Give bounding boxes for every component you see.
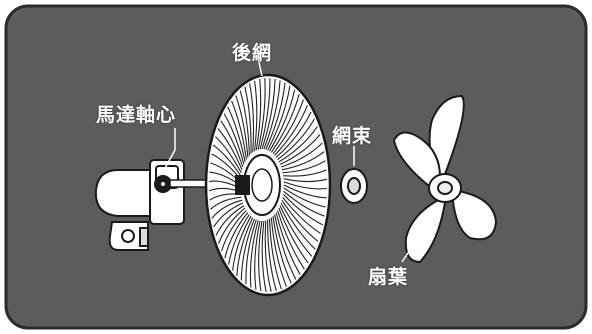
guard-rib <box>215 136 242 173</box>
rear-guard-icon <box>204 57 332 297</box>
guard-rib <box>281 199 319 242</box>
rear-guard-label: 後網 <box>232 42 273 64</box>
guard-rib <box>264 220 272 292</box>
guard-rib <box>269 89 296 152</box>
guard-rib <box>274 214 297 280</box>
guard-rib <box>215 205 245 236</box>
guard-rib <box>221 210 247 252</box>
guard-nut-icon <box>340 146 368 204</box>
guard-rib <box>277 210 305 270</box>
guard-rib <box>275 212 301 275</box>
guard-rib <box>255 79 262 151</box>
guard-rib <box>210 196 242 210</box>
guard-rib <box>231 100 247 160</box>
guard-rib <box>283 178 328 183</box>
guard-rib <box>275 111 312 158</box>
guard-rib <box>232 215 252 271</box>
guard-rib <box>280 142 323 168</box>
guard-rib <box>224 212 249 259</box>
guard-rib <box>281 151 325 171</box>
guard-rib <box>249 220 259 288</box>
guard-rib <box>282 196 321 234</box>
guard-rib <box>280 202 316 250</box>
guard-rib <box>259 78 271 150</box>
guard-rib <box>282 160 326 174</box>
guard-rib <box>278 126 318 163</box>
guard-rib <box>249 83 255 153</box>
guard-rib <box>240 218 256 281</box>
guard-rib <box>235 95 249 158</box>
guard-rib <box>236 217 254 276</box>
guard-rib <box>212 144 242 177</box>
guard-rib <box>267 85 291 151</box>
guard-rib <box>267 219 277 292</box>
guard-rib <box>282 193 324 226</box>
guard-rib <box>272 216 292 284</box>
guard-nut-label: 網束 <box>332 125 373 147</box>
guard-rib <box>268 218 282 290</box>
guard-rib <box>254 220 261 290</box>
guard-rib <box>213 202 244 228</box>
fan-blade-icon <box>392 94 498 264</box>
guard-rib <box>261 78 276 150</box>
guard-rib <box>279 134 321 165</box>
guard-rib <box>270 93 300 153</box>
motor-shaft-label: 馬達軸心 <box>96 104 177 126</box>
guard-rib <box>283 184 327 199</box>
guard-rib <box>283 190 325 217</box>
guard-rib <box>274 105 308 156</box>
guard-rib <box>244 86 252 154</box>
guard-rib <box>245 219 257 285</box>
guard-rib <box>211 199 243 219</box>
guard-rib <box>263 80 281 150</box>
guard-rib <box>283 187 326 208</box>
guard-rib <box>218 207 246 244</box>
guard-rib <box>270 217 287 287</box>
guard-rib <box>228 214 250 265</box>
guard-rib <box>278 207 309 264</box>
guard-rib <box>283 169 327 177</box>
guard-rib <box>261 220 267 293</box>
guard-rib <box>272 99 304 155</box>
guard-rib <box>220 120 244 168</box>
guard-rib <box>283 181 328 190</box>
guard-rib <box>217 128 243 171</box>
guard-rib <box>239 90 250 156</box>
guard-rib <box>223 113 245 165</box>
guard-rib <box>279 205 313 257</box>
guard-rib <box>258 220 263 292</box>
guard-rib <box>265 82 286 150</box>
guard-rib <box>277 118 315 160</box>
fan-blade-label: 扇葉 <box>368 266 409 288</box>
guard-rib <box>257 78 266 150</box>
guard-rib <box>253 80 258 152</box>
guard-rib <box>227 106 246 163</box>
